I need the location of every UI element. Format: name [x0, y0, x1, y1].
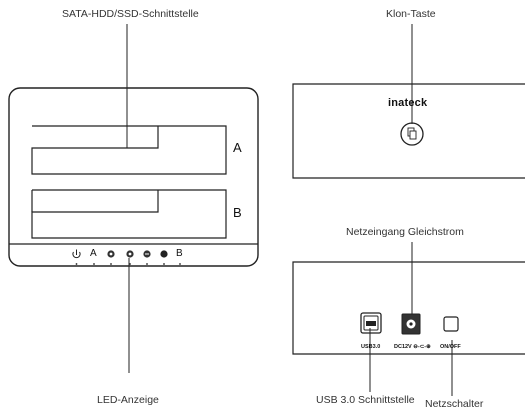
power-led-icon	[72, 249, 81, 259]
power-switch-label: ON/OFF	[440, 344, 461, 350]
label-power-switch: Netzschalter	[425, 398, 484, 410]
brand-logo: inateck	[388, 97, 428, 109]
slot-b-letter: B	[233, 205, 242, 220]
top-view-body	[292, 83, 525, 179]
slot-b-outline	[31, 189, 227, 239]
usb-port-label: USB3.0	[361, 344, 381, 350]
led-letter-a: A	[90, 248, 97, 259]
back-view-body	[292, 261, 525, 355]
status-led-icon	[160, 250, 168, 258]
slot-a-outline	[31, 125, 227, 175]
slot-a-letter: A	[233, 140, 242, 155]
clone-led-icon	[143, 250, 151, 258]
hdd-led-icon-1	[107, 250, 115, 258]
hdd-led-icon-2	[126, 250, 134, 258]
led-dots	[75, 263, 181, 265]
dc-jack-icon	[401, 313, 421, 335]
label-usb-interface: USB 3.0 Schnittstelle	[316, 394, 415, 406]
dc-jack-label: DC12V ⊖-⊂-⊕	[394, 344, 431, 350]
label-dc-input: Netzeingang Gleichstrom	[346, 226, 464, 238]
label-clone-button: Klon-Taste	[386, 8, 436, 20]
clone-button-icon	[400, 122, 424, 146]
usb-port-icon	[360, 312, 382, 334]
led-letter-b: B	[176, 248, 183, 259]
label-led-display: LED-Anzeige	[97, 394, 159, 406]
led-row	[72, 249, 168, 259]
front-view-body	[8, 87, 259, 267]
power-switch-icon	[443, 316, 459, 332]
label-sata-interface: SATA-HDD/SSD-Schnittstelle	[62, 8, 199, 20]
